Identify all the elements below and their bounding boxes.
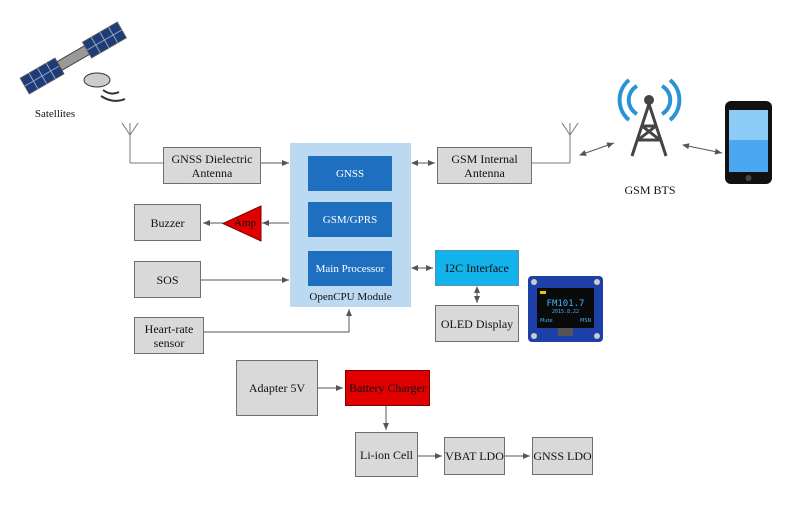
oled-screen-line1: FM101.7 (546, 299, 585, 309)
gnss-ldo-block: GNSS LDO (532, 437, 593, 475)
opencpu-module-label: OpenCPU Module (309, 291, 392, 303)
gsm-gprs-block: GSM/GPRS (308, 202, 392, 237)
buzzer-block: Buzzer (134, 204, 201, 241)
main-processor-block: Main Processor (308, 251, 392, 286)
li-ion-cell-block: Li-ion Cell (355, 432, 418, 477)
oled-screen-left: Mute (540, 318, 553, 324)
sos-block: SOS (134, 261, 201, 298)
heart-rate-label: Heart-rate sensor (144, 321, 194, 350)
gnss-antenna-symbol (121, 122, 163, 164)
adapter-5v-block: Adapter 5V (236, 360, 318, 416)
heart-rate-sensor-block: Heart-rate sensor (134, 317, 204, 354)
oled-display-block: OLED Display (435, 305, 519, 342)
amplifier-triangle (222, 205, 262, 242)
gsm-antenna-label: GSM Internal Antenna (451, 151, 518, 180)
main-processor-label: Main Processor (315, 262, 385, 275)
gnss-antenna-label: GNSS Dielectric Antenna (171, 151, 253, 180)
oled-screen-line2: 2015.8.22 (551, 309, 580, 315)
satellite-icon (19, 21, 127, 102)
sos-label: SOS (156, 272, 179, 287)
gsm-internal-antenna-block: GSM Internal Antenna (437, 147, 532, 184)
vbat-ldo-label: VBAT LDO (445, 449, 504, 463)
gnss-label: GNSS (335, 167, 365, 180)
opencpu-module: GNSS GSM/GPRS Main Processor OpenCPU Mod… (290, 143, 411, 307)
oled-screen-right: MSN (580, 318, 592, 324)
gsm-antenna-symbol (532, 122, 579, 164)
li-ion-label: Li-ion Cell (360, 447, 413, 462)
buzzer-label: Buzzer (150, 215, 185, 230)
oled-display-label: OLED Display (440, 316, 514, 331)
vbat-ldo-block: VBAT LDO (444, 437, 505, 475)
adapter-label: Adapter 5V (248, 381, 306, 395)
gnss-block: GNSS (308, 156, 392, 191)
i2c-interface-block: I2C Interface (435, 250, 519, 286)
gnss-dielectric-antenna-block: GNSS Dielectric Antenna (163, 147, 261, 184)
oled-module-picture: FM101.7 2015.8.22 Mute MSN (528, 276, 603, 342)
smartphone-icon (725, 101, 772, 184)
battery-charger-block: Battery Charger (345, 370, 430, 406)
gsm-gprs-label: GSM/GPRS (322, 213, 378, 226)
i2c-label: I2C Interface (445, 261, 509, 275)
amp-label: Amp (234, 217, 256, 229)
battery-charger-label: Battery Charger (349, 381, 426, 395)
gsm-bts-label: GSM BTS (624, 183, 676, 197)
satellites-label: Satellites (34, 108, 76, 120)
gnss-ldo-label: GNSS LDO (533, 449, 592, 463)
cell-tower-icon (617, 78, 682, 157)
